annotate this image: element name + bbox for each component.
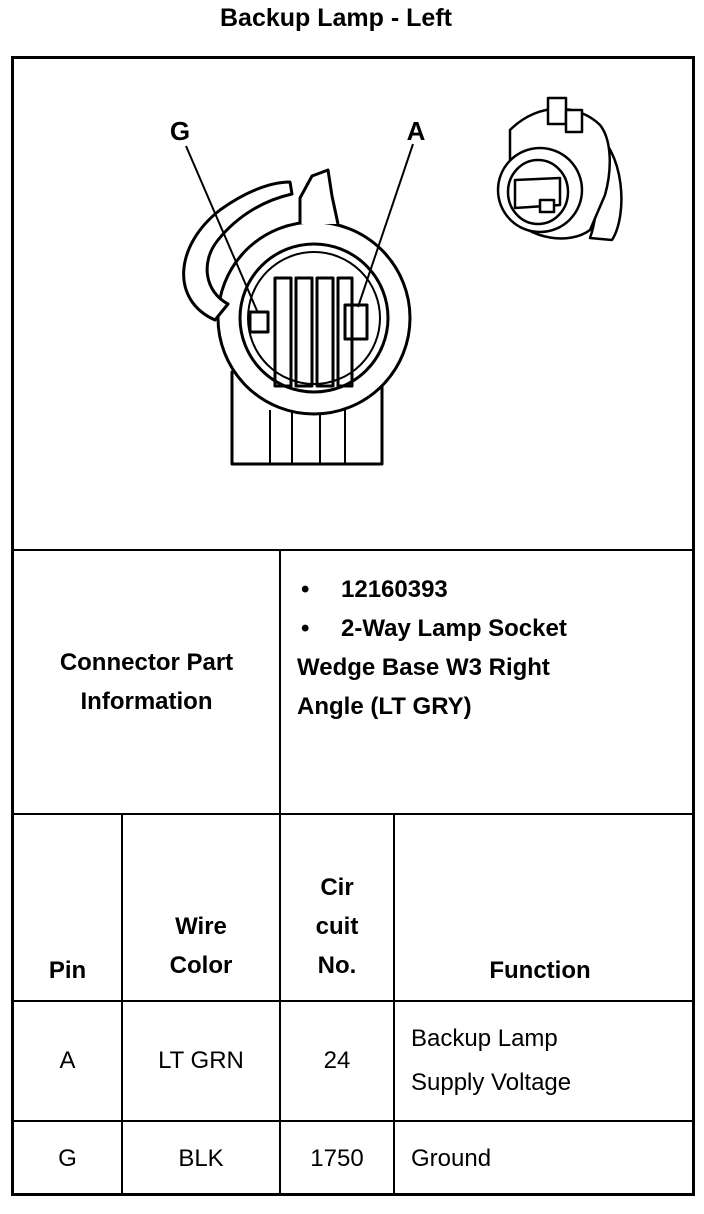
table-cell-circuit: 24 bbox=[323, 1047, 351, 1074]
function-line: Supply Voltage bbox=[411, 1069, 572, 1096]
connector-label-line: Connector Part bbox=[59, 649, 234, 676]
header-pin: Pin bbox=[48, 957, 87, 984]
divider bbox=[11, 1000, 695, 1002]
table-cell-wire-color: LT GRN bbox=[158, 1047, 244, 1074]
header-line: No. bbox=[317, 952, 357, 979]
header-function: Function bbox=[489, 957, 591, 984]
connector-label-line: Information bbox=[80, 688, 213, 715]
leader-line-g bbox=[185, 145, 259, 314]
bullet: • bbox=[301, 615, 310, 642]
header-line: cuit bbox=[315, 913, 359, 940]
leader-line-a bbox=[357, 143, 414, 308]
divider bbox=[11, 1120, 695, 1122]
connector-part-label: Connector Part Information bbox=[14, 551, 279, 813]
header-line: Wire bbox=[175, 913, 227, 940]
socket-outer-ring bbox=[216, 220, 412, 416]
header-line: Color bbox=[169, 952, 233, 979]
divider bbox=[279, 549, 281, 1196]
divider bbox=[11, 813, 695, 815]
connector-diagram: G A bbox=[170, 96, 623, 466]
socket-inner-ring bbox=[238, 242, 390, 394]
part-type: 2-Way Lamp Socket bbox=[341, 615, 567, 642]
part-type-item: • 2-Way Lamp Socket bbox=[297, 609, 687, 648]
terminal-g bbox=[248, 310, 270, 334]
page-title: Backup Lamp - Left bbox=[220, 4, 452, 32]
divider bbox=[121, 813, 123, 1196]
header-line: Cir bbox=[320, 874, 354, 901]
part-number-item: • 12160393 bbox=[297, 570, 687, 609]
table-cell-pin: G bbox=[58, 1145, 77, 1172]
bullet: • bbox=[301, 576, 310, 603]
connector-part-info: • 12160393 • 2-Way Lamp Socket Wedge Base … bbox=[297, 570, 687, 726]
divider bbox=[393, 813, 395, 1196]
table-cell-wire-color: BLK bbox=[178, 1145, 224, 1172]
table-cell-circuit: 1750 bbox=[310, 1145, 364, 1172]
terminal-a bbox=[343, 303, 369, 341]
header-circuit: Cir cuit No. bbox=[281, 815, 393, 985]
latch-arm bbox=[182, 180, 294, 322]
pin-label-a: A bbox=[407, 116, 426, 146]
header-wire-color: Wire Color bbox=[123, 815, 279, 985]
connector-table-frame bbox=[11, 56, 695, 1196]
table-cell-function: Backup Lamp Supply Voltage bbox=[411, 1002, 691, 1120]
connector-perspective-view bbox=[496, 96, 623, 242]
divider bbox=[11, 549, 695, 551]
part-description-line: Angle (LT GRY) bbox=[297, 693, 472, 720]
table-cell-function: Ground bbox=[411, 1145, 492, 1172]
table-cell-pin: A bbox=[59, 1047, 76, 1074]
part-number: 12160393 bbox=[341, 576, 448, 603]
lock-tab bbox=[298, 168, 340, 225]
pin-label-g: G bbox=[170, 116, 190, 146]
part-description-line: Wedge Base W3 Right bbox=[297, 654, 550, 681]
function-line: Backup Lamp bbox=[411, 1025, 558, 1052]
